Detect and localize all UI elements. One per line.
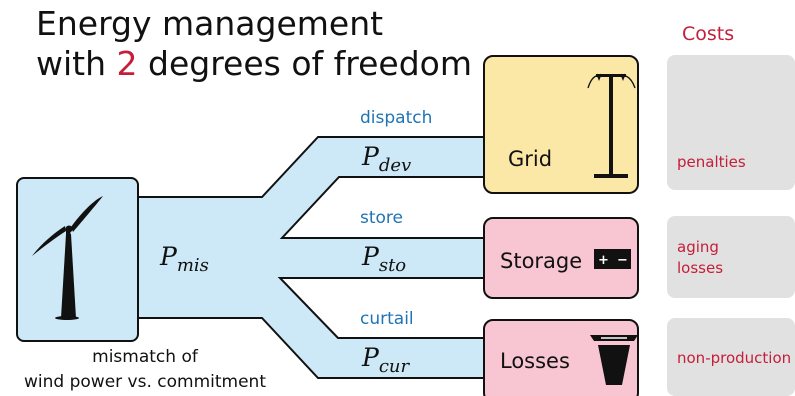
source-caption-line-1: mismatch of: [92, 347, 198, 367]
battery-plus-sign: +: [598, 253, 609, 268]
cost-non-production: non-production: [677, 349, 792, 367]
flow-label-store: store: [360, 208, 403, 228]
cost-box-storage: [667, 216, 795, 298]
title-suffix: degrees of freedom: [137, 44, 472, 83]
storage-box: [483, 217, 639, 299]
battery-minus-sign: −: [617, 253, 628, 268]
cost-box-grid: [667, 55, 795, 190]
symbol-p-dev: Pdev: [362, 142, 412, 176]
grid-label: Grid: [508, 147, 552, 171]
source-caption-line-2: wind power vs. commitment: [24, 372, 266, 392]
title-line-2: with 2 degrees of freedom: [36, 44, 472, 84]
storage-label: Storage: [500, 249, 582, 273]
wind-source-box: [16, 177, 139, 342]
power-pole-icon: [587, 73, 636, 178]
flow-label-dispatch: dispatch: [360, 108, 433, 128]
grid-box: [483, 55, 639, 194]
cost-penalties: penalties: [677, 153, 746, 171]
flow-label-curtail: curtail: [360, 309, 414, 329]
cost-box-losses: [667, 318, 795, 396]
cost-losses: losses: [677, 259, 724, 277]
trash-bin-icon: [590, 335, 638, 385]
battery-icon: [594, 249, 631, 269]
symbol-p-mis: Pmis: [160, 242, 209, 276]
losses-label: Losses: [500, 349, 570, 373]
cost-aging: aging: [677, 238, 719, 256]
title-line-1: Energy management: [36, 4, 384, 43]
wind-turbine-icon: [32, 196, 103, 320]
symbol-p-sto: Psto: [362, 242, 407, 276]
costs-heading: Costs: [682, 23, 735, 45]
degrees-count: 2: [116, 44, 138, 83]
symbol-p-cur: Pcur: [362, 343, 410, 377]
title-prefix: with: [36, 44, 117, 83]
